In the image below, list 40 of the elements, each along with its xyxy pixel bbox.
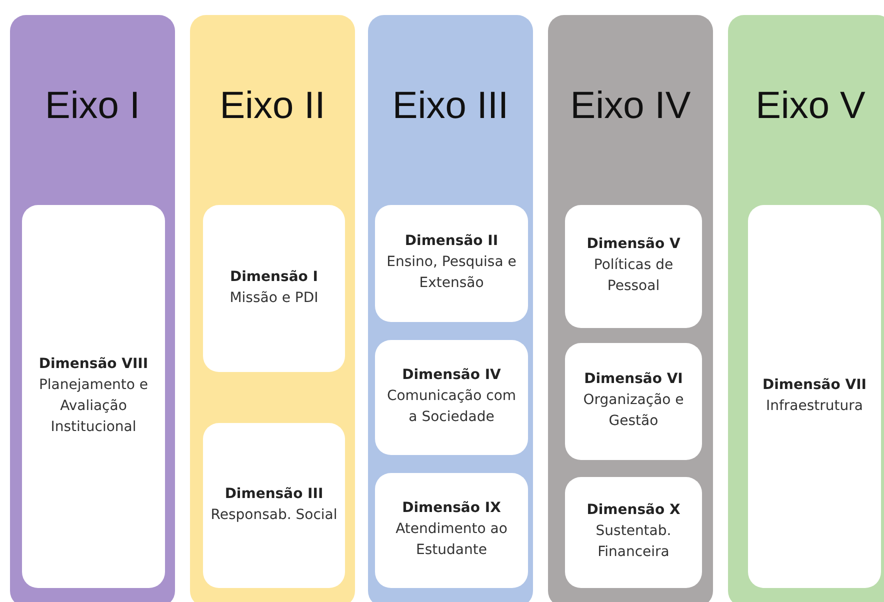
dimension-card [375,340,528,455]
dimension-card [565,205,702,328]
column-heading: Eixo IV [569,85,692,128]
dimension-description: Atendimento ao Estudante [394,520,508,560]
dimension-card [375,205,528,322]
dimension-description: Planejamento e Avaliação Institucional [38,376,150,436]
axis-column [368,15,533,602]
dimension-title: Dimensão III [224,486,324,502]
dimension-card [565,343,702,460]
dimension-description: Sustentab. Financeira [594,522,672,562]
dimension-card [375,473,528,588]
dimension-card [203,205,345,372]
dimension-card [22,205,165,588]
dimension-description: Políticas de Pessoal [592,256,674,296]
dimension-description: Ensino, Pesquisa e Extensão [386,253,518,293]
column-heading: Eixo V [754,85,866,128]
dimension-title: Dimensão IX [402,500,501,516]
axis-column [548,15,713,602]
dimension-description: Missão e PDI [230,288,318,308]
dimension-title: Dimensão V [586,236,680,252]
dimension-card [748,205,881,588]
axis-column [190,15,355,602]
axis-column [728,15,884,602]
axis-column [10,15,175,602]
dimension-description: Responsab. Social [210,506,338,524]
dimension-title: Dimensão I [230,268,318,284]
dimension-card [565,477,702,588]
dimension-description: Infraestrutura [766,396,863,416]
dimension-title: Dimensão VIII [38,356,148,372]
dimension-title: Dimensão VI [584,371,683,387]
dimension-description: Organização e Gestão [582,391,685,431]
dimension-title: Dimensão VII [762,376,866,392]
column-heading: Eixo II [218,85,326,128]
column-heading: Eixo III [391,85,510,128]
dimension-description: Comunicação com a Sociedade [386,387,518,427]
column-heading: Eixo I [44,85,142,128]
dimension-title: Dimensão X [586,502,680,518]
dimension-card [203,423,345,588]
dimension-title: Dimensão II [404,233,498,249]
dimension-title: Dimensão IV [402,367,501,383]
